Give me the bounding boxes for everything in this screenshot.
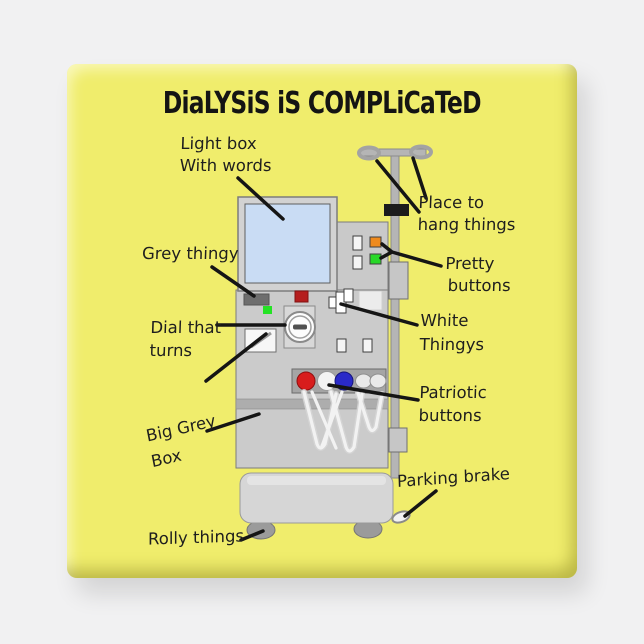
dial-pointer (293, 324, 307, 330)
label-patriotic-line2: buttons (418, 406, 482, 425)
grey-thingy-part (243, 293, 270, 306)
dial-inner-ring (288, 315, 312, 339)
oval-button-1 (355, 373, 372, 389)
pretty-button-green (369, 253, 382, 265)
small-port-2 (362, 338, 373, 353)
label-patriotic-line1: Patriotic (419, 383, 488, 402)
arrow-place-to-hang-left (375, 159, 421, 214)
arrow-white-thingys (339, 302, 419, 327)
label-dial-line1: Dial that (150, 318, 222, 337)
patriotic-button-red (296, 371, 316, 391)
tubing (301, 389, 385, 454)
base-box (239, 472, 394, 524)
red-indicator (294, 290, 309, 303)
label-light-box: Light box With words (179, 133, 272, 177)
pole-bracket-lower (388, 427, 408, 453)
annotation-arrows (204, 156, 443, 542)
green-indicator (263, 306, 272, 314)
base-highlight (247, 476, 386, 485)
arrow-place-to-hang-right (411, 156, 428, 200)
side-plate (358, 290, 383, 311)
pole-hook-left-icon (357, 145, 381, 161)
label-patriotic-buttons: Patriotic buttons (418, 381, 487, 427)
page-title-text: DiaLYSiS iS COMPLiCaTeD (163, 86, 482, 121)
label-place-line2: hang things (417, 215, 516, 234)
arrow-patriotic-buttons (327, 383, 420, 402)
white-thingy-3 (343, 288, 354, 303)
oval-button-2 (369, 373, 387, 389)
monitor-screen (244, 203, 331, 284)
divider-strip (235, 398, 389, 410)
side-button-white-1 (352, 235, 363, 251)
label-white-line2: Thingys (419, 335, 485, 354)
label-pretty-line1: Pretty (445, 254, 495, 273)
label-grey-thingy-line1: Grey thingy (141, 244, 239, 263)
pole-bracket-upper (388, 261, 409, 300)
machine-cabinet (235, 196, 389, 469)
side-button-white-2 (352, 255, 363, 270)
iv-pole (357, 144, 433, 479)
label-light-box-line1: Light box (180, 134, 257, 153)
label-white-line1: White (420, 311, 469, 330)
label-pretty-line2: buttons (447, 276, 511, 295)
label-rolly-line1: Rolly things (148, 526, 245, 549)
pole-clamp (384, 204, 409, 216)
arrow-rolly-things (239, 529, 265, 542)
label-dial-that-turns: Dial that turns (149, 316, 221, 362)
pole-hook-right-icon (409, 144, 433, 160)
label-place-line1: Place to (418, 193, 485, 212)
machine-base (239, 472, 411, 540)
label-rolly-things: Rolly things (148, 525, 244, 550)
arrow-light-box (236, 176, 285, 221)
page-title: DiaLYSiS iS COMPLiCaTeD (67, 86, 577, 122)
label-place-to-hang: Place to hang things (417, 192, 516, 236)
label-pretty-buttons: Pretty buttons (444, 253, 512, 297)
arrow-dial-that-turns-2 (204, 332, 268, 383)
label-white-thingys: White Thingys (419, 309, 485, 357)
arrow-grey-thingy (210, 265, 256, 298)
label-light-box-line2: With words (179, 156, 272, 175)
label-dial-line2: turns (149, 341, 193, 360)
arrow-big-grey-box (205, 412, 261, 433)
arrow-pretty-buttons (379, 242, 443, 268)
patriotic-button-white (317, 371, 337, 391)
label-grey-thingy: Grey thingy (142, 243, 239, 265)
arrow-parking-brake (403, 489, 438, 518)
pretty-button-orange (369, 236, 382, 248)
small-port-1 (336, 338, 347, 353)
